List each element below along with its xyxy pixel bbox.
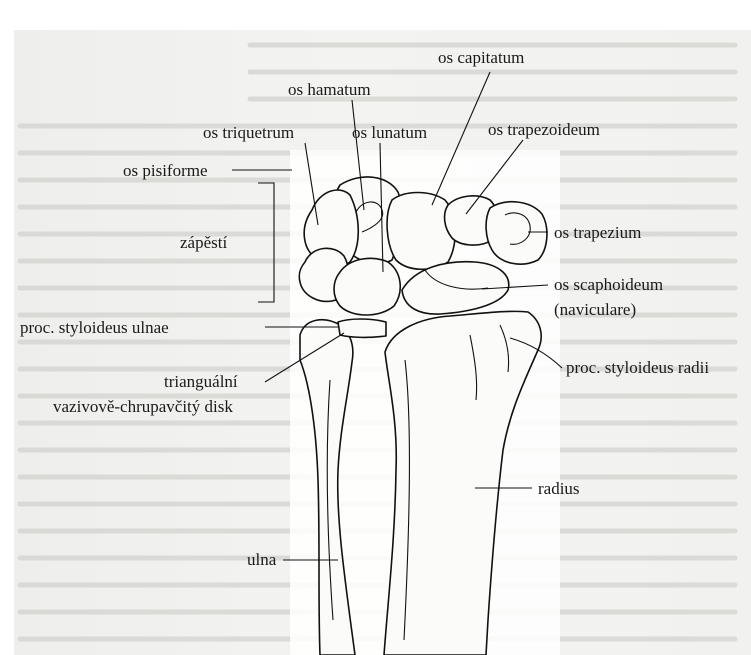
label-triangularni: trianguální — [164, 372, 238, 391]
os-capitatum-bone — [387, 193, 455, 270]
label-zapesti: zápěstí — [180, 233, 227, 252]
label-ulna: ulna — [247, 550, 277, 569]
label-os-trapezium: os trapezium — [554, 223, 641, 242]
label-naviculare: (naviculare) — [554, 300, 636, 319]
label-os-lunatum: os lunatum — [352, 123, 427, 142]
label-disk: vazivově-chrupavčitý disk — [53, 397, 233, 416]
label-proc-styloideus-ulnae: proc. styloideus ulnae — [20, 318, 169, 337]
label-proc-styloideus-radii: proc. styloideus radii — [566, 358, 709, 377]
label-os-trapezoideum: os trapezoideum — [488, 120, 600, 139]
os-lunatum-bone — [334, 258, 400, 315]
label-os-hamatum: os hamatum — [288, 80, 371, 99]
label-os-pisiforme: os pisiforme — [123, 161, 208, 180]
triangular-disk — [338, 319, 386, 337]
label-os-scaphoideum: os scaphoideum — [554, 275, 663, 294]
os-trapezium-bone — [486, 202, 547, 264]
label-radius: radius — [538, 479, 580, 498]
label-os-triquetrum: os triquetrum — [203, 123, 294, 142]
label-os-capitatum: os capitatum — [438, 48, 524, 67]
